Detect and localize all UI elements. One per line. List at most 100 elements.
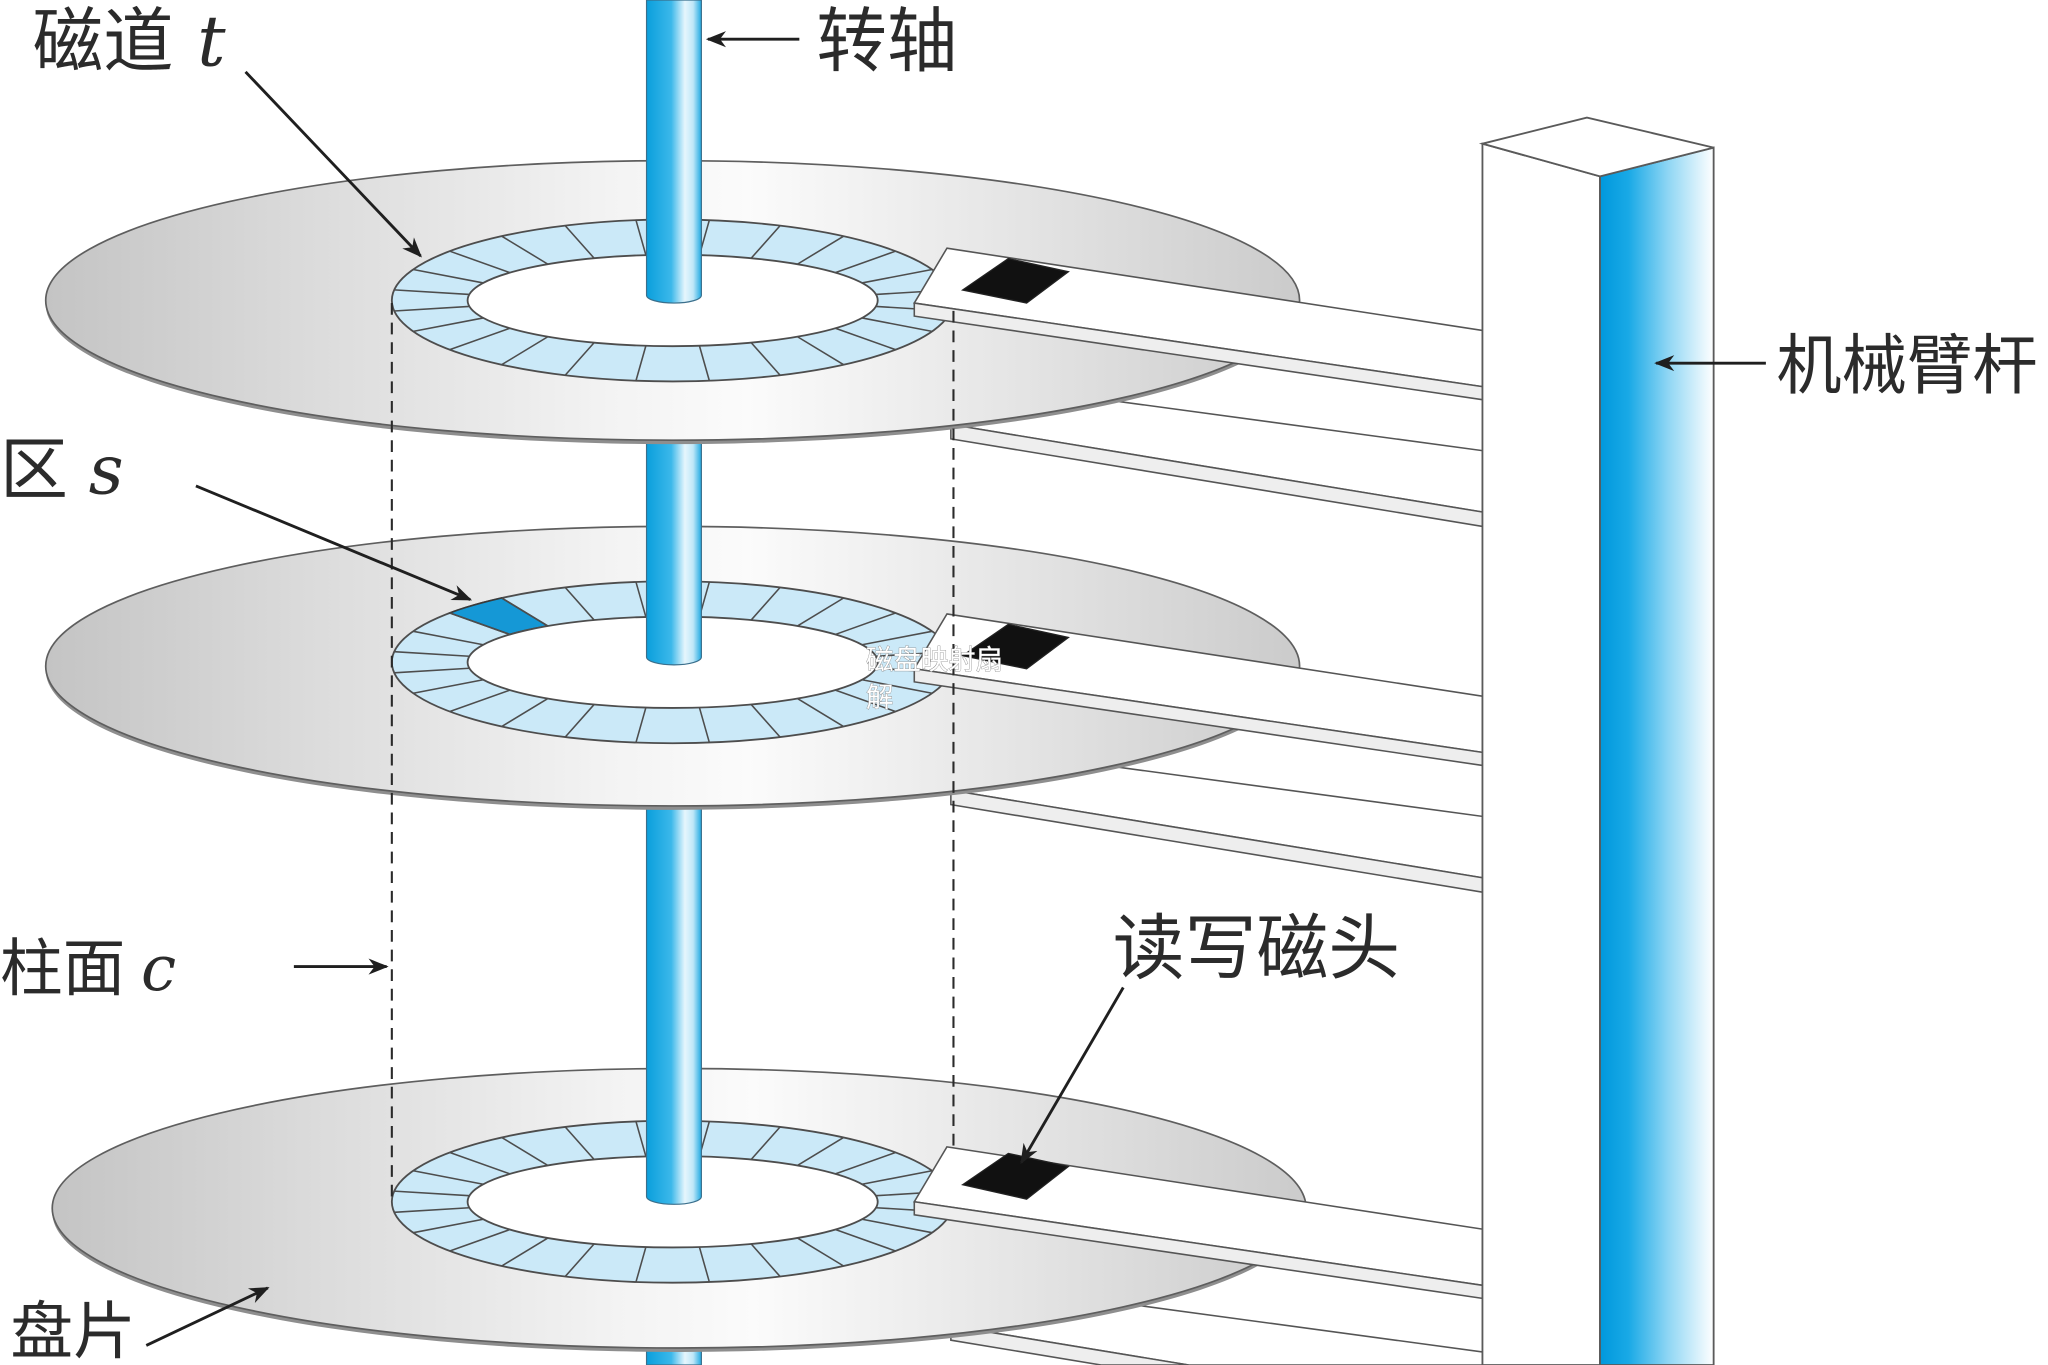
spindle-segment: [645, 0, 702, 304]
sector-divider: [449, 612, 511, 636]
read-write-head-label-text: 读写磁头: [1113, 906, 1400, 990]
platter-layer-1: [44, 0, 1484, 528]
sector-divider: [750, 703, 781, 738]
platter-layer-3: [51, 757, 1484, 1365]
read-write-head: [961, 1152, 1070, 1200]
sector-divider: [413, 1169, 484, 1185]
sector-divider: [835, 327, 896, 351]
arm-assembly-column: [1478, 116, 1715, 1365]
arm-assembly-side-face: [1599, 146, 1715, 1365]
sector-divider: [564, 1126, 595, 1161]
sector-divider: [413, 317, 484, 333]
platter-label: 盘片: [10, 1295, 135, 1365]
read-write-head: [960, 257, 1070, 304]
sector-divider: [394, 1190, 470, 1197]
sector-divider: [797, 235, 845, 265]
sector-divider: [861, 1218, 933, 1234]
sector-divider: [635, 219, 647, 256]
sector-divider: [449, 1228, 511, 1252]
sector-divider: [861, 630, 933, 646]
cylinder-label-variable: c: [141, 932, 176, 1005]
sector-divider: [449, 327, 511, 351]
sector-divider: [413, 268, 484, 284]
sector-divider: [797, 336, 845, 366]
sector-divider: [501, 1237, 549, 1267]
sector-divider: [564, 703, 595, 738]
sector-divider: [835, 612, 896, 636]
spindle-label-text: 转轴: [816, 0, 957, 82]
sector-divider: [394, 289, 470, 296]
sector-divider: [449, 1151, 511, 1175]
sector-divider: [835, 689, 896, 713]
spindle-segment: [645, 757, 702, 1205]
arm-assembly-label-text: 机械臂杆: [1776, 328, 2037, 404]
sector-divider: [861, 1169, 933, 1185]
track-arrow: [244, 70, 422, 258]
sector-divider: [413, 1218, 484, 1234]
sector-divider: [797, 597, 845, 627]
arm-assembly-top-face: [1478, 116, 1714, 178]
sector-arrow: [195, 484, 473, 601]
sector-divider: [750, 1126, 781, 1161]
sector-divider: [394, 667, 470, 674]
sector-divider: [501, 1136, 549, 1167]
sector-divider: [698, 707, 711, 743]
platter-label-text: 盘片: [10, 1295, 135, 1365]
sector-divider: [797, 1237, 845, 1267]
sector-divider: [797, 697, 845, 728]
spindle-label: 转轴: [816, 0, 957, 82]
sector-divider: [750, 1243, 781, 1278]
sector-divider: [501, 597, 549, 627]
sector-divider: [635, 1246, 647, 1283]
arm-assembly-front-face: [1481, 142, 1601, 1365]
sector-label-text: 区: [0, 432, 68, 511]
sector-divider: [413, 678, 484, 694]
read-write-head-label: 读写磁头: [1113, 906, 1400, 990]
overlay-text-line-2: 解: [866, 683, 893, 714]
sector-divider: [835, 1228, 896, 1252]
sector-divider: [835, 250, 896, 274]
sector-divider: [564, 586, 595, 621]
track-label-text: 磁道: [33, 0, 174, 82]
sector-divider: [750, 586, 781, 621]
sector-divider: [750, 225, 781, 259]
sector-divider: [861, 678, 933, 694]
platter-layer-2: [44, 391, 1484, 894]
sector-label-variable: s: [89, 432, 124, 511]
sector-divider: [750, 342, 781, 376]
cylinder-label-text: 柱面: [0, 932, 125, 1005]
track-label-variable: t: [197, 0, 226, 82]
sector-divider: [835, 1151, 896, 1175]
platter-arrow: [145, 1286, 270, 1347]
track-label: 磁道 t: [33, 0, 227, 82]
sector-divider: [394, 650, 470, 658]
sector-divider: [861, 317, 933, 333]
sector-divider: [394, 1206, 470, 1214]
read-write-head-arrow: [1020, 986, 1125, 1165]
sector-divider: [449, 689, 511, 713]
sector-divider: [861, 268, 933, 284]
sector-divider: [564, 225, 595, 259]
sector-divider: [564, 342, 595, 376]
sector-divider: [635, 1121, 647, 1157]
arm-assembly-label: 机械臂杆: [1776, 328, 2037, 404]
read-write-head: [960, 623, 1070, 670]
spindle-segment: [645, 391, 702, 666]
sector-divider: [394, 305, 470, 312]
sector-divider: [413, 630, 484, 646]
sector-divider: [564, 1243, 595, 1278]
sector-divider: [698, 345, 711, 381]
sector-divider: [501, 697, 549, 728]
sector-divider: [501, 336, 549, 366]
sector-divider: [501, 235, 549, 265]
sector-divider: [449, 250, 511, 274]
sector-divider: [635, 345, 647, 381]
overlay-text-line-1: 磁盘映射扇: [866, 645, 1003, 676]
sector-divider: [797, 1136, 845, 1167]
sector-divider: [698, 1246, 711, 1283]
sector-divider: [635, 581, 647, 618]
sector-divider: [635, 707, 647, 743]
